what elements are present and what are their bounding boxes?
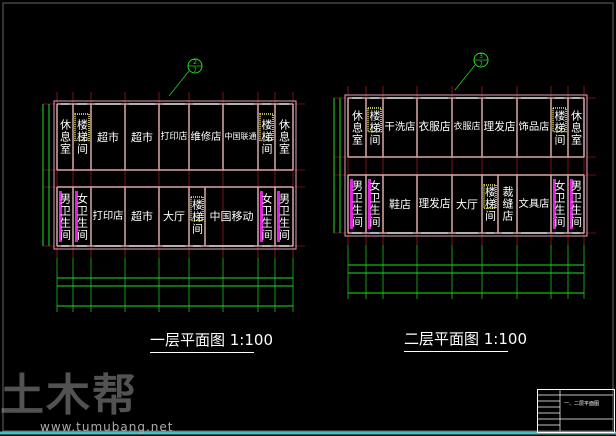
stair-icon	[74, 113, 90, 142]
room-label: 楼梯间	[75, 119, 89, 155]
room-label: 文具店	[518, 197, 550, 210]
toilet-fixtures	[75, 191, 78, 242]
room-label: 女卫生间	[368, 180, 381, 228]
room-label: 饰品店	[518, 121, 550, 134]
toilet-fixtures	[277, 191, 280, 242]
title-block-drawing-name: 一、二层平面图	[564, 401, 600, 407]
room-label: 衣服店	[453, 122, 481, 132]
room-label: 楼梯间	[483, 186, 497, 222]
toilet-fixtures	[260, 191, 263, 242]
room-label: 楼梯间	[368, 109, 381, 146]
room-label: 楼梯间	[553, 109, 566, 146]
room-label: 大厅	[163, 210, 185, 223]
toilet-fixtures	[368, 179, 371, 229]
room-label: 女卫生间	[260, 192, 273, 241]
room-label: 休息室	[569, 109, 583, 146]
room-label: 休息室	[277, 119, 291, 155]
stair-icon	[259, 113, 274, 142]
room-label: 男卫生间	[277, 192, 291, 241]
toilet-fixtures	[553, 179, 556, 229]
drawing-frame	[2, 2, 614, 432]
room-label: 女卫生间	[75, 192, 89, 241]
plan1-title: 一层平面图 1:100	[150, 331, 273, 349]
room-label: 维修店	[190, 130, 222, 143]
room-label: 大厅	[456, 197, 478, 211]
stair-icon	[483, 184, 497, 209]
toilet-fixtures	[570, 179, 573, 229]
room-label: 休息室	[350, 109, 364, 146]
watermark-url: www.tumubang.net	[40, 420, 174, 434]
outer-wall	[344, 94, 588, 237]
axis-tag-top: 2	[193, 59, 197, 66]
room-label: 超市	[131, 210, 153, 223]
axis-tag-bottom: 7	[193, 67, 197, 74]
room-label: 楼梯间	[260, 119, 273, 155]
room-label: 休息室	[58, 119, 72, 155]
toilet-fixtures	[59, 191, 62, 242]
leader-line	[454, 64, 476, 91]
room-label: 男卫生间	[350, 180, 364, 228]
room-label: 理发店	[483, 120, 516, 134]
stair-icon	[190, 196, 204, 222]
room-label: 中国联通	[224, 132, 257, 141]
room-label: 男卫生间	[58, 192, 72, 241]
toilet-fixtures	[350, 179, 353, 229]
plan2-title: 二层平面图 1:100	[404, 330, 527, 348]
stair-icon	[367, 107, 382, 133]
room-label: 衣服店	[418, 120, 451, 134]
room-label: 打印店	[160, 131, 188, 142]
room-label: 超市	[131, 130, 153, 144]
outer-wall	[53, 100, 297, 250]
watermark-logo: 土木帮	[0, 370, 138, 421]
leader-line	[168, 70, 190, 97]
title-block	[537, 389, 615, 433]
axis-tag-top: 3	[479, 53, 483, 60]
axis-tag-bottom: 7	[479, 61, 483, 68]
room-label: 女卫生间	[553, 180, 566, 228]
room-label: 鞋店	[389, 197, 411, 211]
stair-icon	[552, 107, 567, 133]
room-label: 理发店	[418, 196, 451, 210]
room-label: 裁缝店	[501, 186, 514, 222]
room-label: 超市	[97, 130, 119, 144]
room-label: 干洗店	[384, 121, 416, 134]
room-label: 中国移动	[209, 210, 254, 223]
room-label: 打印店	[92, 210, 124, 223]
room-label: 男卫生间	[569, 180, 583, 228]
plan2-title-underline	[404, 351, 508, 352]
room-label: 楼梯间	[190, 198, 204, 235]
plan1-title-underline	[150, 352, 254, 353]
